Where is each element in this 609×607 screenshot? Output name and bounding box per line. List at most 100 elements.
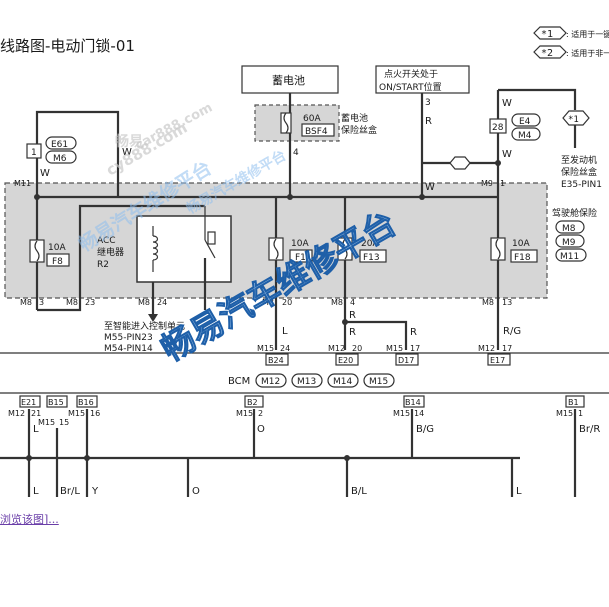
e17-box — [487, 353, 511, 366]
connector-1-label: 1 — [31, 148, 37, 158]
wire-l-1: L — [282, 326, 288, 337]
engine-fuse-label-2: 保险丝盒 — [561, 166, 597, 178]
wire-w-1: W — [502, 98, 512, 109]
e20-label: E20 — [338, 356, 353, 365]
pin-4: 4 — [293, 148, 299, 158]
fuse-f1-rating: 10A — [291, 239, 309, 249]
m6-pill — [45, 150, 77, 164]
smart-entry-label-2: M55-PIN23 — [104, 333, 153, 343]
bcm-wire-bg: B/G — [416, 424, 434, 435]
smart-entry-label-3: M54-PIN14 — [104, 344, 153, 354]
smart-entry-label-1: 至智能进入控制单元 — [104, 320, 185, 332]
e20-box — [335, 353, 359, 366]
view-diagram-link[interactable]: 浏览该图]... — [0, 513, 59, 526]
legend: *1 : 适用于一键 *2 : 适用于非一 — [533, 26, 609, 59]
bcm-m12-pill — [255, 373, 287, 388]
pin-m15-15: M15 — [38, 418, 55, 427]
pin-m8-20: M8 — [262, 298, 274, 307]
m11-pill — [555, 248, 587, 262]
b1-label: B1 — [568, 398, 579, 407]
pin-m12-17: M12 — [478, 344, 495, 353]
d17-box — [395, 353, 419, 366]
fuse-f18-rating: 10A — [512, 239, 530, 249]
pin-4-num: 4 — [350, 298, 355, 307]
cabin-fuse-label: 驾驶舱保险 — [552, 207, 597, 219]
b16-label: B16 — [78, 398, 94, 407]
bottom-wire-bl: B/L — [351, 486, 367, 497]
b2-box — [244, 395, 264, 408]
e21-label: E21 — [21, 398, 36, 407]
pin-3: 3 — [425, 98, 431, 108]
relay-switch-icon — [204, 239, 216, 259]
watermark-small-3: car888.com — [133, 100, 215, 153]
pin-m8-24: M8 — [138, 298, 150, 307]
d17-label: D17 — [398, 356, 414, 365]
bottom-wire-l-1: L — [33, 486, 39, 497]
pin-24b-num: 24 — [280, 344, 290, 353]
wire-w-5: W — [425, 182, 435, 193]
fuse-f8-code: F8 — [52, 257, 63, 267]
fuse-60a-rating: 60A — [303, 114, 321, 124]
pin-17b-num: 17 — [502, 344, 512, 353]
m6-label: M6 — [53, 154, 67, 164]
bcm-wire-o: O — [257, 424, 265, 435]
bcm-m14-pill — [327, 373, 359, 388]
legend-text-2: : 适用于非一 — [566, 48, 609, 58]
page-title: 线路图-电动门锁-01 — [0, 37, 135, 55]
pin-m15-14: M15 — [393, 409, 410, 418]
m4-label: M4 — [518, 131, 532, 141]
wire-w-3: W — [122, 147, 132, 158]
bcm-wire-l: L — [33, 424, 39, 435]
battery-label: 蓄电池 — [272, 74, 305, 87]
bcm-wire-brr: Br/R — [579, 424, 600, 435]
e61-label: E61 — [51, 140, 68, 150]
legend-tag-2-icon — [533, 45, 567, 59]
b16-box — [76, 395, 98, 408]
bottom-wire-l-2: L — [516, 486, 522, 497]
wire-w-2: W — [502, 149, 512, 160]
e21-box — [19, 395, 41, 408]
bottom-wire-brl: Br/L — [60, 486, 80, 497]
wire-w-4: W — [40, 168, 50, 179]
wire-r-2: R — [349, 310, 356, 321]
fuse-f8-code-box — [46, 253, 70, 267]
pin-m8-23: M8 — [66, 298, 78, 307]
b1-box — [565, 395, 585, 408]
fuse-f13-code-box — [359, 249, 387, 263]
bcm-code-m13: M13 — [297, 377, 316, 387]
pin-m15-16: M15 — [68, 409, 85, 418]
ignition-label-1: 点火开关处于 — [384, 68, 438, 80]
relay-coil-icon — [152, 235, 159, 261]
star1-tag-icon — [562, 110, 590, 126]
bcm-label: BCM — [228, 376, 250, 387]
pin-20b-num: 20 — [352, 344, 362, 353]
b24-label: B24 — [268, 356, 284, 365]
bcm-code-m14: M14 — [333, 377, 352, 387]
pin-23-num: 23 — [85, 298, 95, 307]
bcm-m13-pill — [291, 373, 323, 388]
b15-label: B15 — [48, 398, 64, 407]
acc-relay-label-3: R2 — [97, 260, 109, 270]
wire-r-4: R — [410, 327, 417, 338]
fuse-f18-code: F18 — [514, 253, 531, 263]
fuse-box-label-2: 保险丝盒 — [341, 124, 377, 136]
star1-label: *1 — [568, 115, 579, 125]
pin-24-num: 24 — [157, 298, 167, 307]
m4-pill — [511, 127, 541, 141]
fuse-f8-rating: 10A — [48, 243, 66, 253]
e61-pill — [45, 136, 77, 150]
bottom-wire-o: O — [192, 486, 200, 497]
bsf4-label: BSF4 — [305, 127, 328, 137]
cabin-code-m8: M8 — [562, 224, 576, 234]
fuse-f13-rating: 20A — [361, 239, 379, 249]
legend-code-2: *2 — [541, 48, 553, 59]
acc-relay-label-2: 继电器 — [97, 246, 124, 258]
b14-label: B14 — [405, 398, 421, 407]
ignition-label-2: ON/START位置 — [379, 81, 442, 93]
fuse-f18-code-box — [510, 249, 538, 263]
acc-relay-label-1: ACC — [97, 236, 116, 246]
bcm-m15-pill — [363, 373, 395, 388]
bsf4-box — [301, 123, 335, 137]
wire-rg: R/G — [503, 326, 521, 337]
